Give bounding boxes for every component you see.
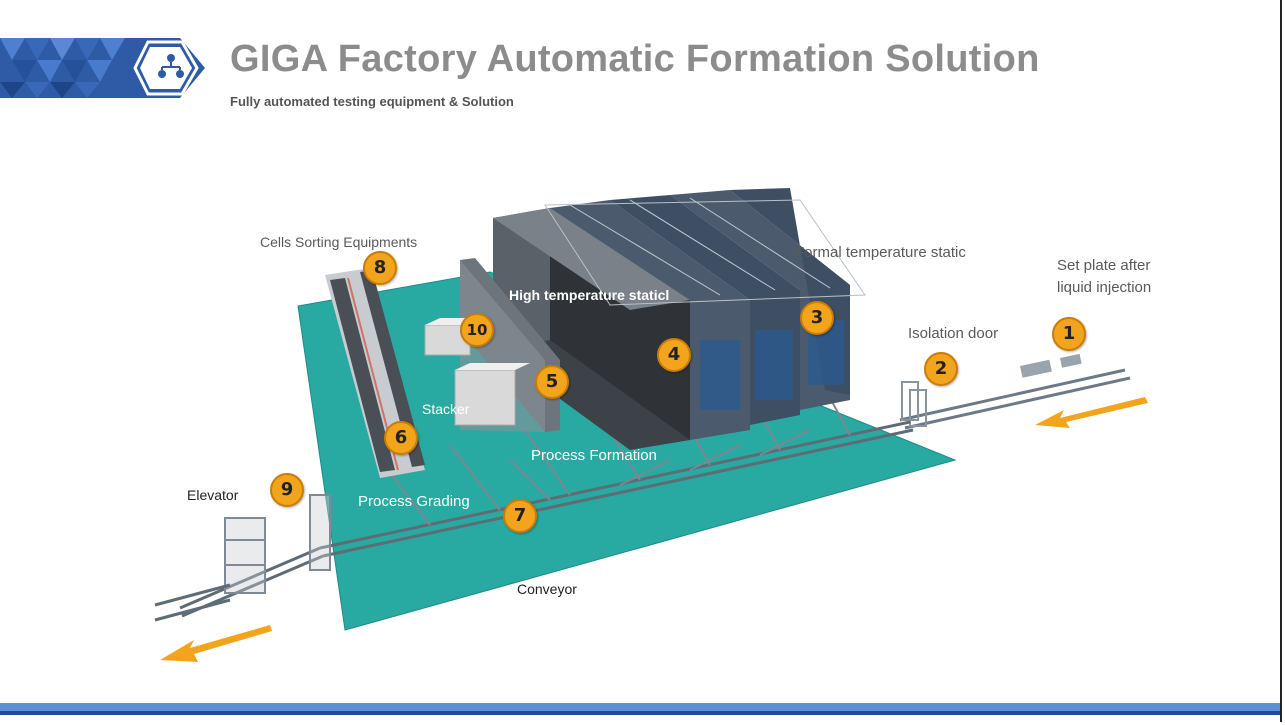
badge-7: 7 xyxy=(503,499,537,533)
incoming-conveyor xyxy=(899,368,1131,430)
elevator xyxy=(224,494,331,594)
badge-4: 4 xyxy=(657,338,691,372)
label-cells-sorting: Cells Sorting Equipments xyxy=(260,234,418,250)
equipment-box-2 xyxy=(454,369,516,426)
badge-8: 8 xyxy=(363,251,397,285)
outflow-arrow xyxy=(160,625,272,662)
inflow-arrow xyxy=(1035,397,1148,428)
badge-3: 3 xyxy=(800,301,834,335)
label-formal-temperature: Formal temperature static xyxy=(795,244,966,261)
label-process-grading: Process Grading xyxy=(358,493,470,510)
label-elevator: Elevator xyxy=(187,487,239,503)
label-process-formation: Process Formation xyxy=(531,447,657,464)
bottom-accent-bar xyxy=(0,703,1280,711)
org-chart-icon xyxy=(158,54,184,78)
label-high-temperature: High temperature staticl xyxy=(509,287,670,303)
bottom-accent-bar-dark xyxy=(0,711,1280,715)
badge-6: 6 xyxy=(384,421,418,455)
page-subtitle: Fully automated testing equipment & Solu… xyxy=(230,94,514,109)
isolation-door xyxy=(901,381,927,427)
badge-1: 1 xyxy=(1052,317,1086,351)
label-set-plate-2: liquid injection xyxy=(1057,279,1152,296)
label-conveyor: Conveyor xyxy=(517,581,577,597)
label-set-plate-1: Set plate after xyxy=(1057,257,1151,274)
factory-illustration xyxy=(154,188,1148,662)
label-isolation-door: Isolation door xyxy=(908,325,999,342)
badge-5: 5 xyxy=(535,365,569,399)
outgoing-conveyor xyxy=(154,583,231,622)
formal-temperature-racks xyxy=(544,188,866,440)
high-temperature-rack xyxy=(493,208,690,450)
badge-2: 2 xyxy=(924,352,958,386)
badge-10: 10 xyxy=(460,313,494,347)
label-stacker: Stacker xyxy=(422,401,470,417)
page-title: GIGA Factory Automatic Formation Solutio… xyxy=(230,38,1040,80)
badge-9: 9 xyxy=(270,473,304,507)
